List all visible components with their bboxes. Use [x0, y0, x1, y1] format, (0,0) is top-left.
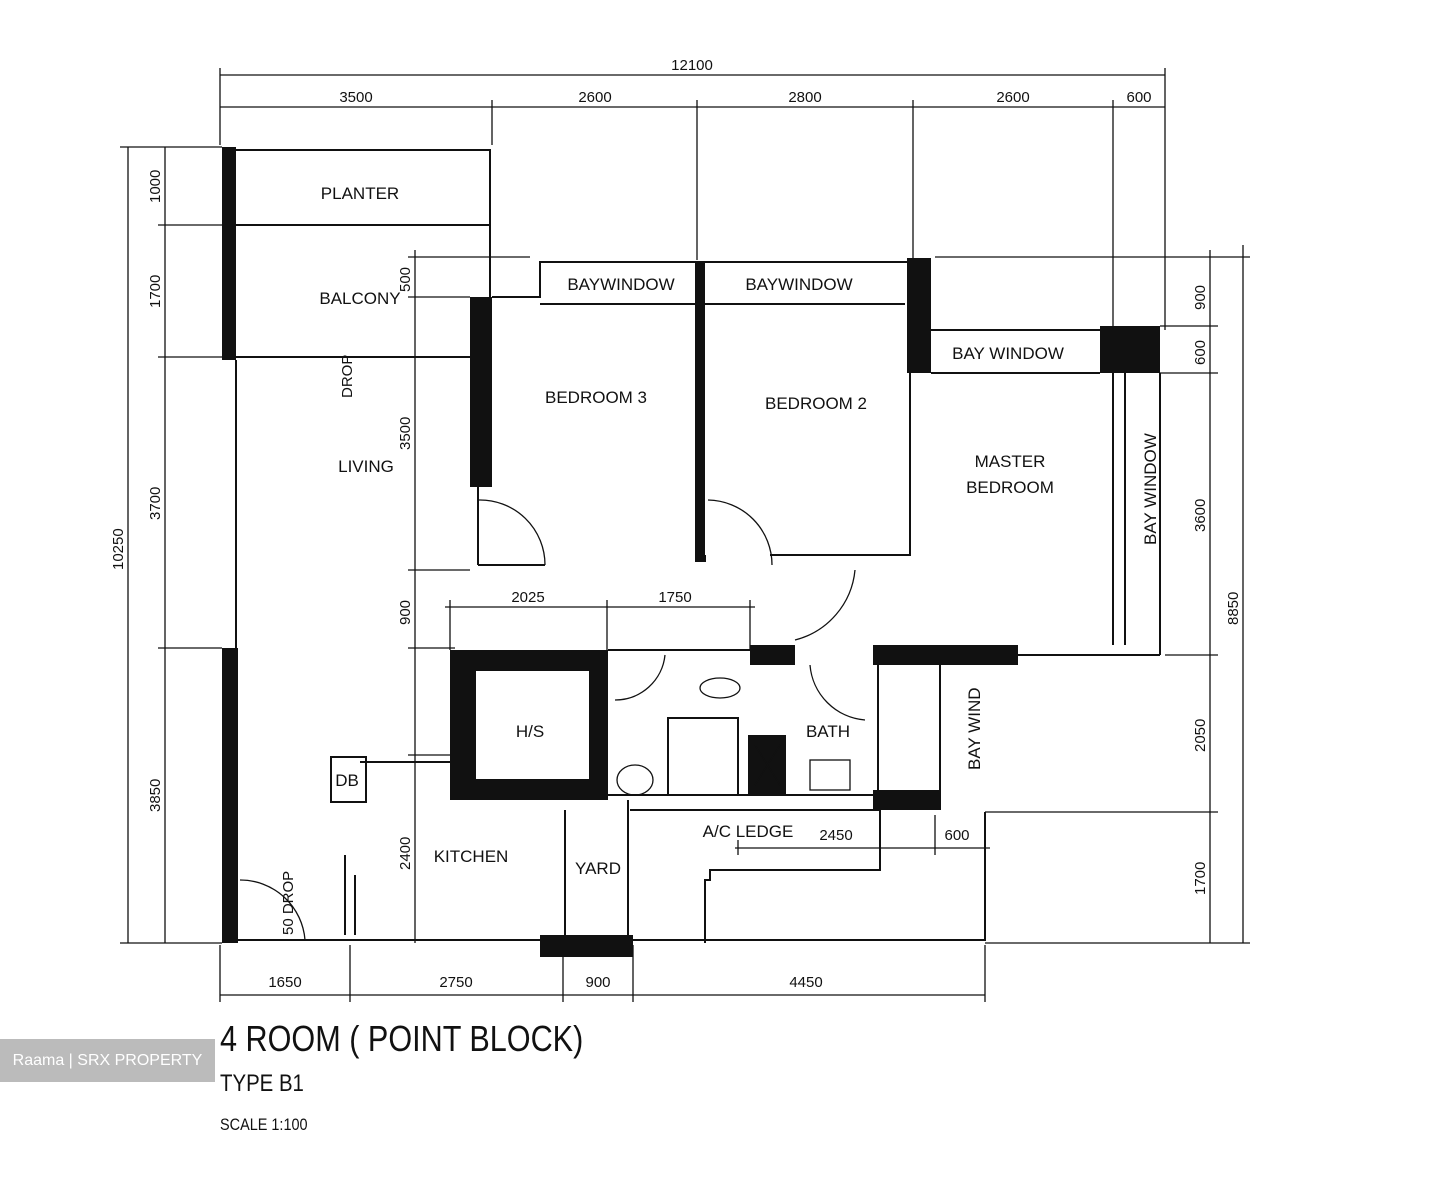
dim-bottom: 1650	[268, 974, 301, 991]
dim-right: 2050	[1192, 719, 1209, 752]
label-planter: PLANTER	[321, 184, 399, 203]
dim-top: 600	[1126, 89, 1151, 106]
label-hs: H/S	[516, 722, 544, 741]
plan-scale: SCALE 1:100	[220, 1115, 308, 1134]
dim-inner-left: 900	[397, 600, 414, 625]
dim-right: 600	[1192, 340, 1209, 365]
dim-left: 1000	[147, 170, 164, 203]
dim-inner-left: 2400	[397, 837, 414, 870]
dim-inner-left: 3500	[397, 417, 414, 450]
dim-bottom: 4450	[789, 974, 822, 991]
label-bath: BATH	[806, 722, 850, 741]
watermark: Raama | SRX PROPERTY	[0, 1039, 215, 1082]
label-balcony: BALCONY	[319, 289, 400, 308]
dim-top-total: 12100	[671, 57, 713, 74]
label-baywindow-vertical: BAY WINDOW	[1141, 433, 1160, 545]
label-yard: YARD	[575, 859, 621, 878]
dim-top: 2600	[996, 89, 1029, 106]
dim-left-total: 10250	[110, 528, 127, 570]
label-baywindow-small: BAY WIND	[965, 688, 984, 771]
dim-top: 2800	[788, 89, 821, 106]
label-living: LIVING	[338, 457, 394, 476]
label-kitchen: KITCHEN	[434, 847, 509, 866]
dim-inner-left: 500	[397, 267, 414, 292]
dim-bottom: 900	[585, 974, 610, 991]
label-baywindow-master: BAY WINDOW	[952, 344, 1064, 363]
label-baywindow-bedroom-2: BAYWINDOW	[745, 275, 852, 294]
dimension-labels: 12100 3500 2600 2800 2600 600 10250 1000…	[110, 57, 1242, 991]
dim-right: 3600	[1192, 499, 1209, 532]
label-baywindow-bedroom-3: BAYWINDOW	[567, 275, 674, 294]
dim-left: 3700	[147, 487, 164, 520]
walls	[222, 147, 1161, 957]
label-bedroom-2: BEDROOM 2	[765, 394, 867, 413]
plan-type: TYPE B1	[220, 1070, 304, 1097]
label-db: DB	[335, 771, 359, 790]
dim-left: 3850	[147, 779, 164, 812]
label-master-line1: MASTER	[975, 452, 1046, 471]
dim-service: 1750	[658, 589, 691, 606]
label-bedroom-3: BEDROOM 3	[545, 388, 647, 407]
dim-top: 3500	[339, 89, 372, 106]
dim-top: 2600	[578, 89, 611, 106]
dim-right-total: 8850	[1225, 592, 1242, 625]
dim-ledge: 2450	[819, 827, 852, 844]
label-ac-ledge: A/C LEDGE	[703, 822, 794, 841]
label-master-line2: BEDROOM	[966, 478, 1054, 497]
dim-left: 1700	[147, 275, 164, 308]
dim-service: 2025	[511, 589, 544, 606]
dim-right: 1700	[1192, 862, 1209, 895]
dimension-lines	[120, 68, 1250, 1002]
dim-right: 900	[1192, 285, 1209, 310]
label-drop: DROP	[339, 355, 356, 398]
plan-title: 4 ROOM ( POINT BLOCK)	[220, 1018, 584, 1059]
dim-ledge: 600	[944, 827, 969, 844]
room-labels: PLANTER BALCONY LIVING DROP BEDROOM 3 BE…	[280, 184, 1160, 935]
dim-bottom: 2750	[439, 974, 472, 991]
label-drop-entry: 50 DROP	[280, 871, 297, 935]
